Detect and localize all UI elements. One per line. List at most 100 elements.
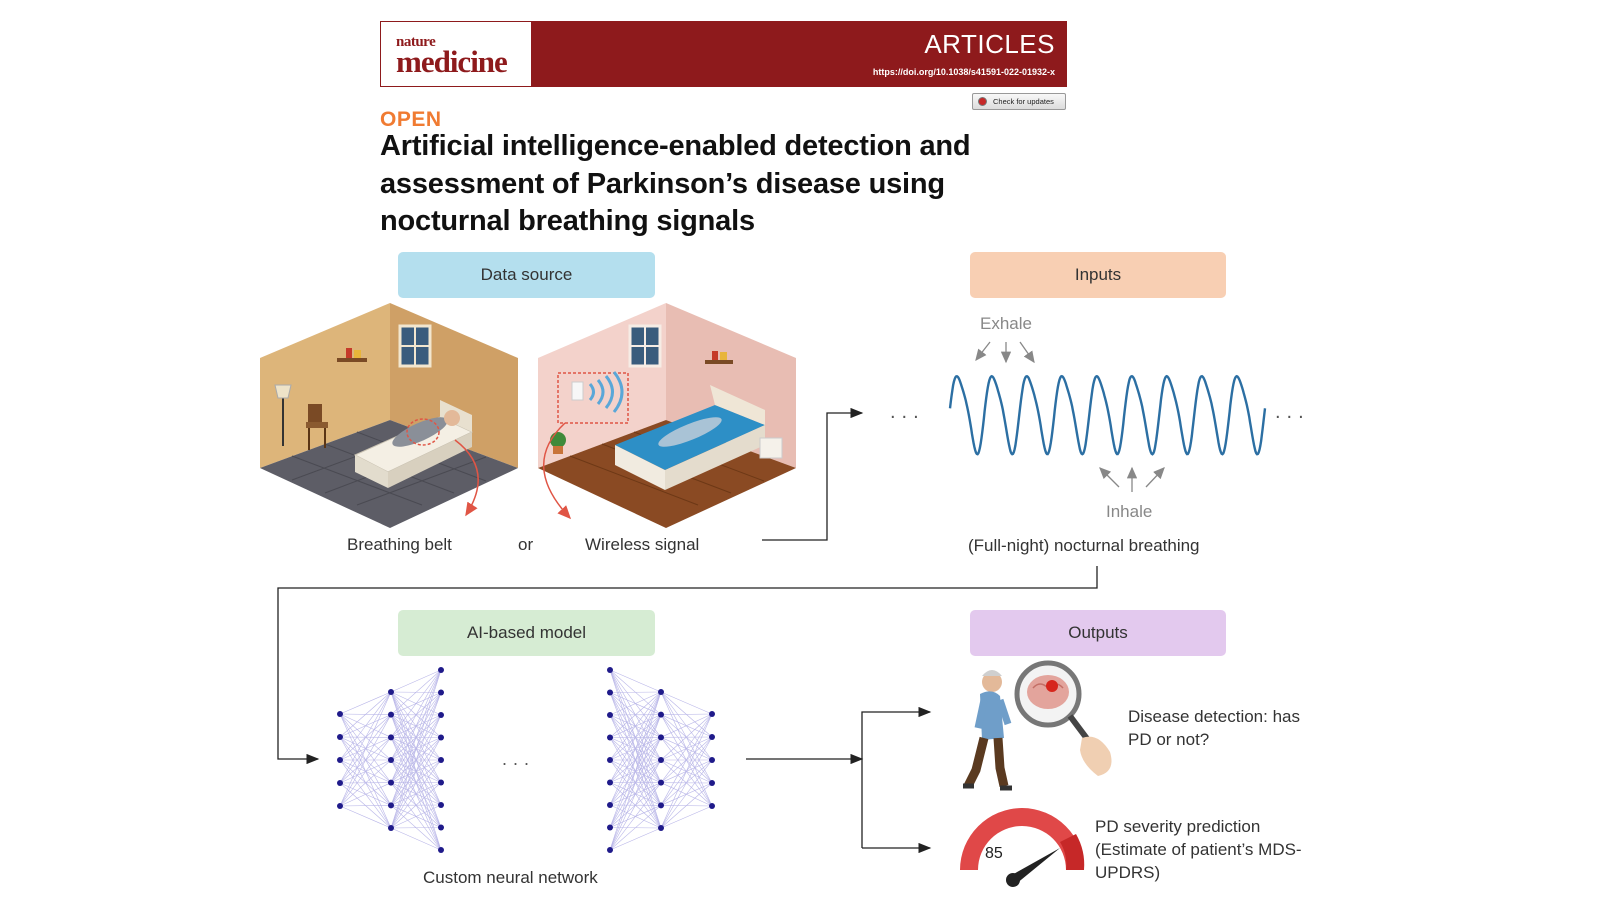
- severity-gauge: [960, 808, 1085, 887]
- network-node: [607, 779, 613, 786]
- update-icon: [978, 97, 987, 106]
- network-edge: [390, 737, 442, 829]
- network-edge: [390, 827, 442, 851]
- network-edge: [390, 804, 442, 829]
- network-node: [709, 780, 715, 786]
- network-edge: [339, 805, 392, 807]
- network-edge: [660, 691, 713, 715]
- or-caption: or: [518, 535, 534, 554]
- network-edge: [609, 759, 662, 851]
- network-node: [438, 667, 444, 673]
- doi-link[interactable]: https://doi.org/10.1038/s41591-022-01932…: [872, 67, 1055, 77]
- network-edge: [609, 691, 662, 693]
- network-node: [438, 757, 444, 763]
- network-edge: [609, 669, 662, 693]
- ellipsis-left: ...: [890, 401, 925, 423]
- network-node: [658, 825, 664, 831]
- network-node: [388, 802, 394, 809]
- gauge-value: 85: [985, 845, 1003, 862]
- network-node: [607, 847, 613, 853]
- data-source-box: Data source: [398, 252, 655, 298]
- network-edge: [660, 782, 713, 829]
- network-edge: [339, 691, 392, 761]
- network-edge: [390, 669, 442, 738]
- network-node: [709, 711, 715, 717]
- network-edge: [609, 691, 662, 783]
- network-node: [438, 712, 444, 718]
- inhale-arrows: [1099, 466, 1165, 492]
- network-edge: [660, 713, 713, 806]
- network-edge: [609, 782, 662, 851]
- journal-header: nature medicine ARTICLES https://doi.org…: [380, 21, 1067, 89]
- network-edge: [339, 691, 392, 738]
- bedroom-belt-illustration: [260, 303, 518, 528]
- journal-logo[interactable]: nature medicine: [380, 21, 532, 87]
- network-edge: [660, 759, 713, 829]
- network-node: [607, 824, 613, 831]
- waveform-line: [948, 374, 1267, 456]
- nocturnal-breathing-caption: (Full-night) nocturnal breathing: [968, 536, 1200, 555]
- network-edge: [660, 713, 713, 715]
- network-node: [438, 802, 444, 808]
- network-edge: [339, 737, 392, 807]
- network-node: [388, 734, 394, 741]
- network-edge: [339, 691, 392, 784]
- network-edge: [390, 714, 442, 829]
- network-edge: [339, 691, 392, 715]
- network-node: [438, 689, 444, 696]
- section-label: ARTICLES: [924, 29, 1055, 59]
- network-node: [658, 779, 664, 786]
- network-edge: [390, 669, 442, 693]
- breathing-waveform: [948, 374, 1267, 456]
- exhale-arrows: [975, 341, 1035, 364]
- network-edge: [339, 805, 392, 829]
- network-node: [607, 667, 613, 673]
- paper-title: Artificial intelligence-enabled detectio…: [380, 130, 971, 237]
- network-node: [337, 780, 343, 786]
- check-updates-button[interactable]: Check for updates: [972, 93, 1066, 110]
- network-edge: [660, 713, 713, 783]
- network-edge: [660, 713, 713, 829]
- network-edge: [339, 691, 392, 807]
- network-edge: [609, 691, 662, 851]
- network-edge: [660, 736, 713, 829]
- open-access-label: OPEN: [380, 108, 442, 131]
- network-node: [438, 847, 444, 853]
- network-node: [388, 779, 394, 786]
- network-node: [438, 779, 444, 786]
- network-edge: [390, 759, 442, 829]
- network-edge: [390, 669, 442, 715]
- ellipsis-right: ...: [1275, 401, 1310, 423]
- network-edge: [609, 691, 662, 806]
- inputs-box: Inputs: [970, 252, 1226, 298]
- network-edge: [660, 713, 713, 738]
- network-edge: [660, 805, 713, 829]
- network-ellipsis: ...: [502, 749, 535, 769]
- bedroom-wireless-illustration: [538, 303, 796, 528]
- breathing-belt-caption: Breathing belt: [347, 535, 452, 554]
- outputs-box: Outputs: [970, 610, 1226, 656]
- network-edge: [609, 827, 662, 851]
- network-edge: [390, 782, 442, 829]
- journal-banner: ARTICLES https://doi.org/10.1038/s41591-…: [532, 21, 1067, 87]
- network-node: [438, 824, 444, 831]
- network-node: [709, 803, 715, 809]
- network-edge: [609, 691, 662, 738]
- network-edge: [390, 692, 442, 829]
- network-edge: [609, 805, 662, 851]
- inhale-label: Inhale: [1106, 502, 1153, 521]
- check-updates-label: Check for updates: [993, 97, 1054, 106]
- network-node: [337, 734, 343, 740]
- logo-medicine: medicine: [396, 44, 508, 79]
- network-node: [388, 711, 394, 718]
- network-node: [709, 734, 715, 740]
- network-node: [658, 802, 664, 809]
- network-node: [607, 757, 613, 763]
- disease-detection-caption: Disease detection: has PD or not?: [1128, 707, 1300, 749]
- network-edge: [609, 691, 662, 716]
- network-node: [607, 712, 613, 718]
- network-node: [337, 803, 343, 809]
- network-edge: [609, 714, 662, 851]
- network-edge: [609, 691, 662, 761]
- network-edge: [390, 669, 442, 829]
